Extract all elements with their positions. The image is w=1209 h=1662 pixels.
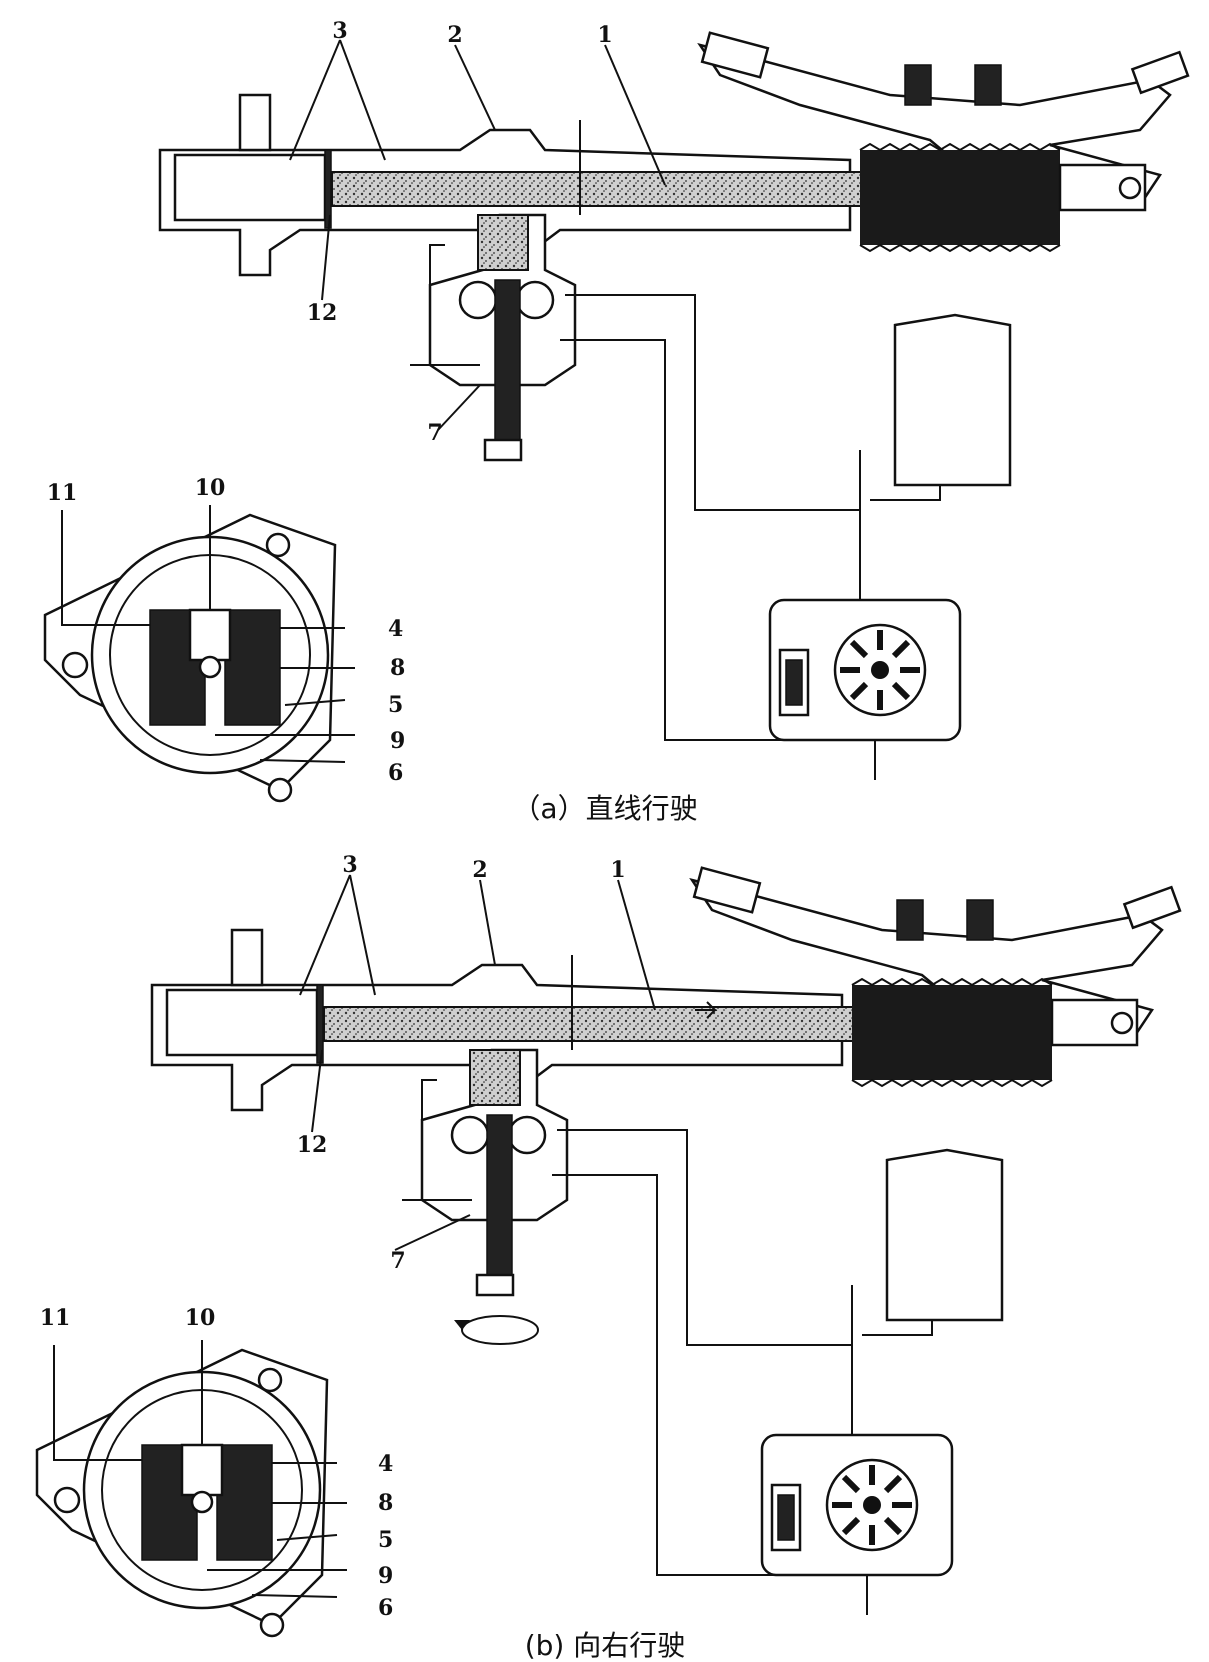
label-2: 2 xyxy=(447,22,462,48)
label-8: 8 xyxy=(378,1490,393,1516)
label-5: 5 xyxy=(388,692,403,718)
label-6: 6 xyxy=(378,1595,393,1621)
label-11: 11 xyxy=(47,480,78,506)
label-4: 4 xyxy=(378,1451,393,1477)
label-1: 1 xyxy=(610,857,625,883)
label-2: 2 xyxy=(472,857,487,883)
label-5: 5 xyxy=(378,1527,393,1553)
panel-b: 3 2 1 12 7 11 10 4 8 5 9 6 (b) 向右行驶 xyxy=(37,852,1180,1662)
label-10: 10 xyxy=(195,475,226,501)
label-9: 9 xyxy=(378,1563,393,1589)
caption-a: （a）直线行驶 xyxy=(512,792,697,825)
label-4: 4 xyxy=(388,616,403,642)
label-7: 7 xyxy=(390,1248,405,1274)
label-10: 10 xyxy=(185,1305,216,1331)
label-3: 3 xyxy=(332,18,347,44)
label-11: 11 xyxy=(40,1305,71,1331)
label-8: 8 xyxy=(390,655,405,681)
label-3: 3 xyxy=(342,852,357,878)
label-12: 12 xyxy=(297,1132,328,1158)
label-6: 6 xyxy=(388,760,403,786)
label-12: 12 xyxy=(307,300,338,326)
label-9: 9 xyxy=(390,728,405,754)
label-1: 1 xyxy=(597,22,612,48)
label-7: 7 xyxy=(427,420,442,446)
caption-b: (b) 向右行驶 xyxy=(525,1629,686,1662)
panel-a: 3 2 1 12 7 11 10 4 8 5 9 6 （a）直线行驶 xyxy=(45,18,1188,825)
